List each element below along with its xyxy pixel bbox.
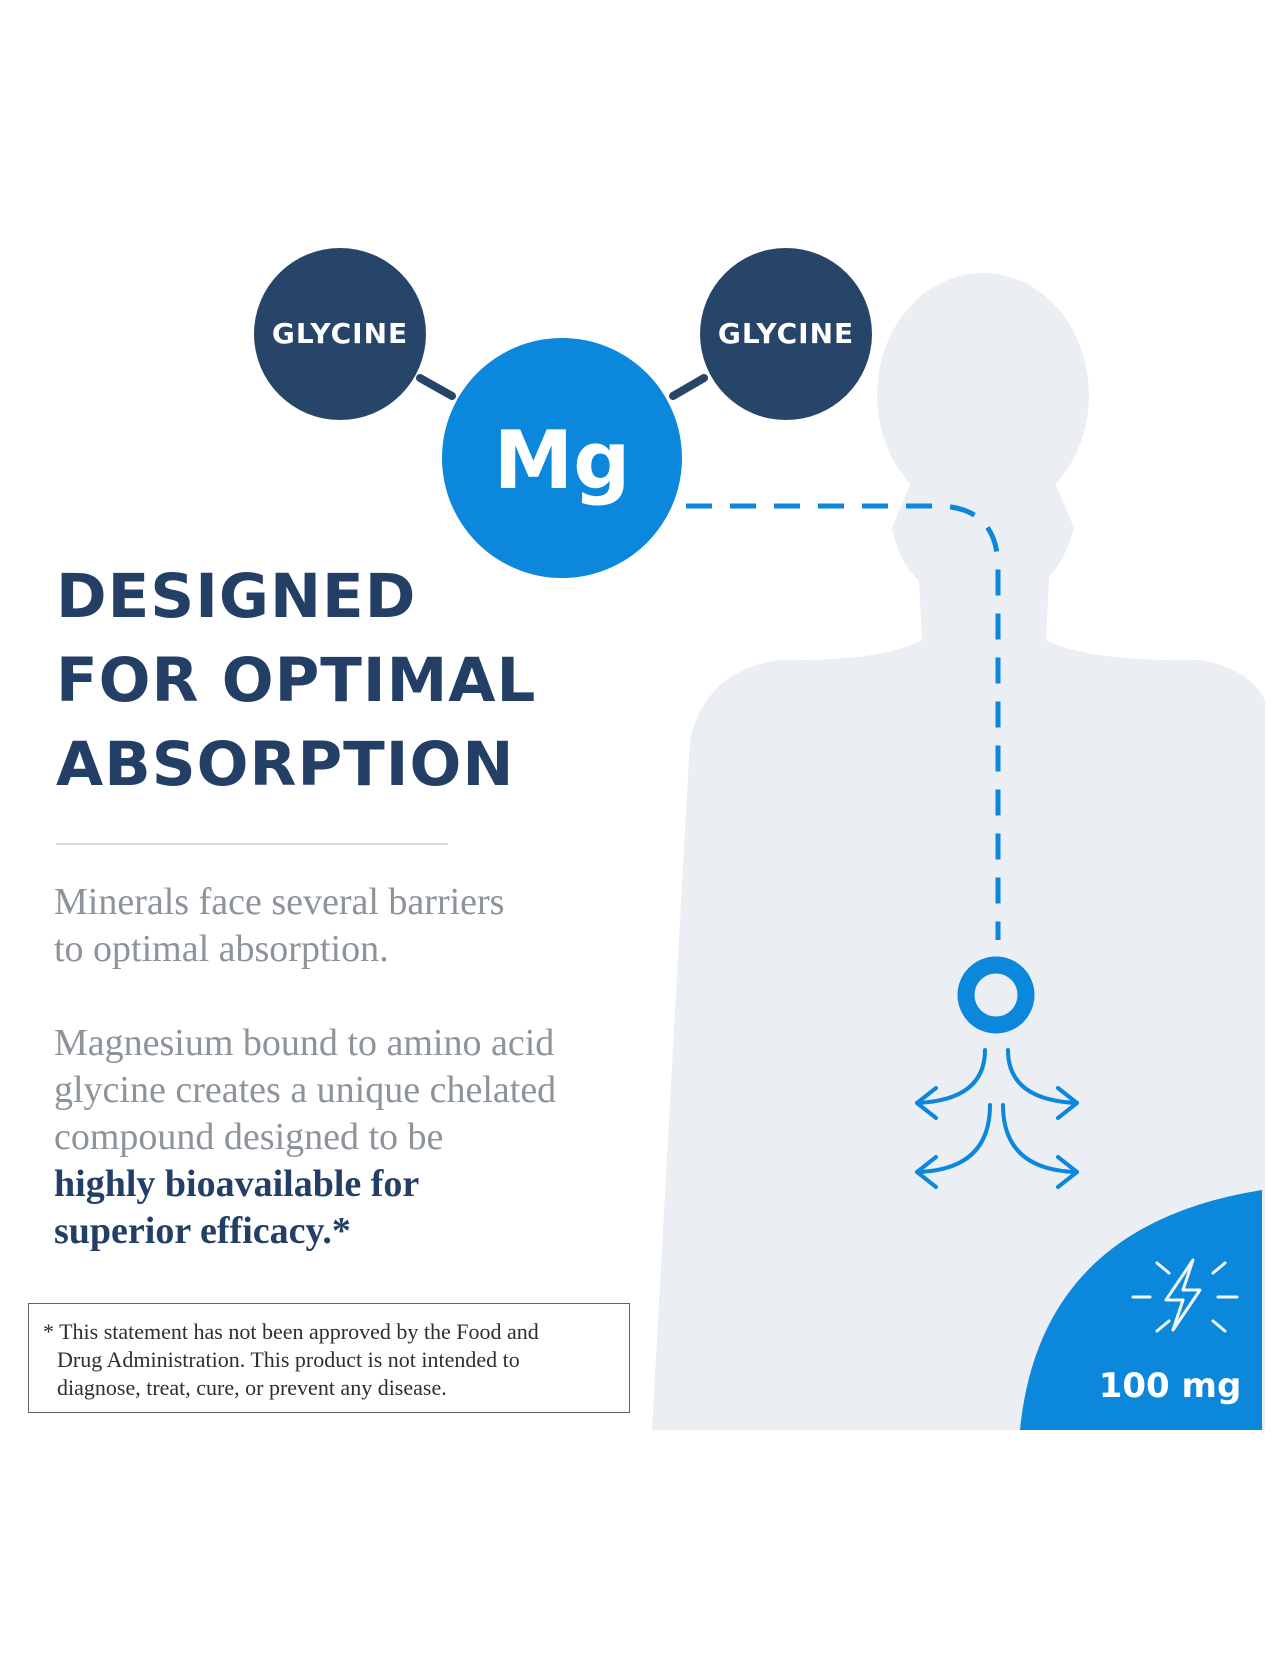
- headline-line-3: ABSORPTION: [56, 729, 515, 800]
- dispersal-arrows-icon: [915, 1048, 1079, 1189]
- headline-line-1: DESIGNED: [56, 561, 417, 632]
- dose-amount: 100 mg: [1099, 1366, 1242, 1406]
- glycine-left-label: GLYCINE: [272, 317, 408, 350]
- fda-disclaimer-box: * This statement has not been approved b…: [28, 1303, 630, 1413]
- glycine-right-node: GLYCINE: [700, 248, 872, 420]
- lightning-bolt-icon: [1131, 1258, 1239, 1333]
- body-paragraph: Magnesium bound to amino acid glycine cr…: [54, 1020, 556, 1255]
- body-emphasis-line-1: highly bioavailable for: [54, 1163, 420, 1205]
- magnesium-label: Mg: [494, 414, 631, 507]
- body-line-1: Magnesium bound to amino acid: [54, 1022, 555, 1064]
- disclaimer-line-1: * This statement has not been approved b…: [43, 1319, 539, 1344]
- headline-line-2: FOR OPTIMAL: [56, 645, 537, 716]
- divider: [56, 843, 448, 845]
- disclaimer-line-3: diagnose, treat, cure, or prevent any di…: [57, 1375, 447, 1400]
- intro-paragraph: Minerals face several barriers to optima…: [54, 879, 504, 973]
- intro-line-2: to optimal absorption.: [54, 928, 389, 970]
- bond-right: [669, 374, 708, 400]
- headline: DESIGNED FOR OPTIMAL ABSORPTION: [56, 555, 536, 807]
- dose-badge: 100 mg: [1020, 1190, 1262, 1430]
- intro-line-1: Minerals face several barriers: [54, 881, 505, 923]
- body-emphasis-line-2: superior efficacy.*: [54, 1210, 351, 1252]
- magnesium-node: Mg: [442, 338, 682, 578]
- absorption-site-icon: [957, 956, 1035, 1034]
- glycine-left-node: GLYCINE: [254, 248, 426, 420]
- body-line-3: compound designed to be: [54, 1116, 444, 1158]
- body-line-2: glycine creates a unique chelated: [54, 1069, 557, 1111]
- bond-left: [416, 374, 456, 400]
- disclaimer-line-2: Drug Administration. This product is not…: [57, 1347, 520, 1372]
- glycine-right-label: GLYCINE: [718, 317, 854, 350]
